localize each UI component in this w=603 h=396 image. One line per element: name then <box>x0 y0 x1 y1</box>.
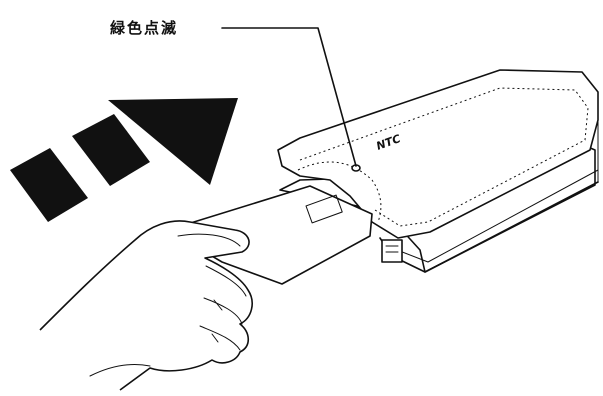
hand-knuckle-lines <box>211 299 223 343</box>
arrow-head <box>108 98 238 185</box>
device-panel-outline <box>299 87 589 227</box>
ic-card <box>167 185 373 285</box>
hand-wrist-line <box>89 363 151 377</box>
device-side-edge-2 <box>391 169 599 263</box>
hand-finger-3 <box>199 325 241 351</box>
callout-leader-line <box>221 27 357 167</box>
hand-thumb <box>177 233 241 247</box>
hand <box>39 220 253 391</box>
device-side-connector <box>381 239 403 263</box>
card-body <box>167 185 373 285</box>
arrow-bar-1 <box>10 148 88 222</box>
device-top <box>277 69 599 239</box>
card-reader-device: NTC <box>277 69 599 273</box>
callout-label: 緑色点滅 <box>110 19 178 37</box>
callout: 緑色点滅 <box>110 19 357 167</box>
insertion-direction-arrow <box>10 98 238 222</box>
hand-palm <box>39 220 253 391</box>
card-chip <box>305 194 343 224</box>
hand-finger-1 <box>205 265 247 297</box>
hand-finger-2 <box>203 297 243 325</box>
arrow-bar-2 <box>72 114 150 186</box>
